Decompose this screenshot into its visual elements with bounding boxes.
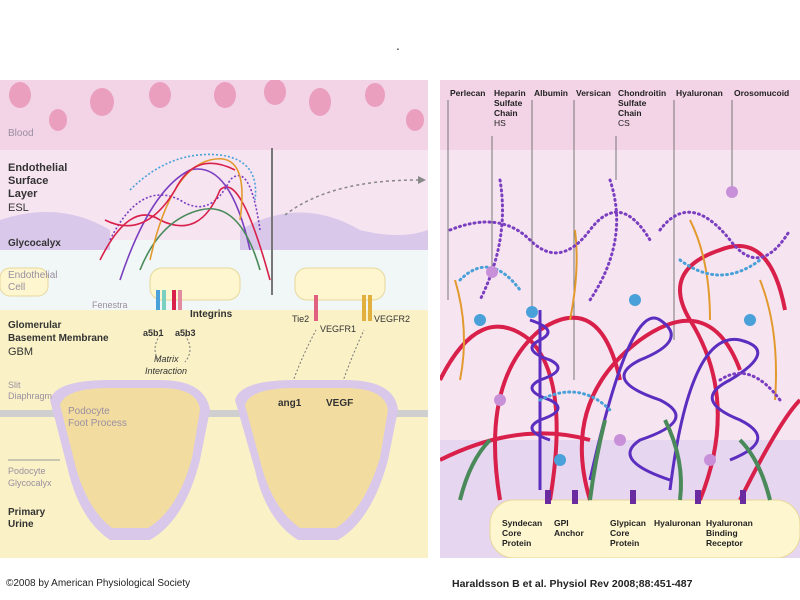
endothelial-cell-right bbox=[294, 267, 386, 301]
right-diagram-svg bbox=[440, 80, 800, 558]
label-hyaluronan-top: Hyaluronan bbox=[676, 88, 723, 98]
tie2-receptor bbox=[314, 295, 318, 321]
label-versican: Versican bbox=[576, 88, 611, 98]
vegfr1-receptor bbox=[362, 295, 366, 321]
red-blood-cells bbox=[9, 80, 424, 131]
integrins-label: Integrins bbox=[190, 309, 233, 320]
blood-band bbox=[0, 80, 428, 150]
gbm-label-1: Glomerular bbox=[8, 320, 62, 331]
slit-diaphragm bbox=[0, 410, 428, 417]
left-diagram-panel: Blood Endothelial Surface Layer ESL Glyc… bbox=[0, 80, 428, 558]
podocyte-label-2: Foot Process bbox=[68, 418, 127, 429]
vegfr1-label: VEGFR1 bbox=[320, 324, 357, 334]
urine-label-1: Primary bbox=[8, 507, 46, 518]
left-diagram-svg bbox=[0, 80, 428, 558]
anchor-stubs bbox=[545, 490, 746, 504]
glycocalyx-label: Glycocalyx bbox=[8, 238, 61, 249]
label-leaders bbox=[447, 100, 733, 380]
vegfr2-label: VEGFR2 bbox=[374, 314, 411, 324]
label-albumin: Albumin bbox=[534, 88, 568, 98]
label-hyaluronan-bottom: Hyaluronan bbox=[654, 518, 701, 528]
matrix-label-1: Matrix bbox=[154, 354, 179, 364]
matrix-label-2: Interaction bbox=[145, 366, 188, 376]
gbm-abbr: GBM bbox=[8, 346, 34, 358]
a5b1-label: a5b1 bbox=[143, 328, 164, 338]
gbm-label-2: Basement Membrane bbox=[8, 333, 109, 344]
blood-label: Blood bbox=[8, 128, 34, 139]
podocyte-label-1: Podocyte bbox=[68, 406, 110, 417]
glycocalyx-left bbox=[0, 212, 110, 250]
title-mark: . bbox=[396, 37, 400, 53]
dotted-chains bbox=[448, 178, 792, 412]
esl-label-2: Surface bbox=[8, 175, 49, 187]
slit-label-2: Diaphragm bbox=[8, 391, 53, 401]
glycocalyx-right bbox=[240, 212, 428, 250]
vegf-label: VEGF bbox=[326, 398, 354, 409]
orange-chains bbox=[454, 219, 777, 401]
label-orosomucoid: Orosomucoid bbox=[734, 88, 790, 98]
esl-tangle bbox=[99, 153, 271, 281]
right-esl-band bbox=[440, 150, 800, 440]
green-chains bbox=[458, 419, 772, 501]
podocyte-foot-right bbox=[245, 388, 388, 528]
podocyte-foot-left bbox=[60, 388, 200, 528]
endothelial-cell-label-2: Cell bbox=[8, 282, 26, 293]
esl-abbr: ESL bbox=[8, 202, 29, 214]
ang1-label: ang1 bbox=[278, 398, 302, 409]
right-top-band bbox=[440, 80, 800, 150]
urine-label-2: Urine bbox=[8, 519, 34, 530]
copyright-text: ©2008 by American Physiological Society bbox=[6, 578, 191, 589]
vegfr2-receptor bbox=[368, 295, 372, 321]
endothelial-cell-label-1: Endothelial bbox=[8, 270, 58, 281]
esl-label-3: Layer bbox=[8, 188, 38, 200]
endothelial-cell-left bbox=[0, 267, 49, 297]
beads bbox=[474, 186, 756, 466]
podocyte-glycocalyx-label-1: Podocyte bbox=[8, 466, 46, 476]
citation-text: Haraldsson B et al. Physiol Rev 2008;88:… bbox=[452, 578, 693, 590]
podocyte-glycocalyx-label-2: Glycocalyx bbox=[8, 478, 52, 488]
esl-label-1: Endothelial bbox=[8, 162, 68, 174]
zoom-arrow bbox=[284, 179, 419, 216]
tie2-label: Tie2 bbox=[292, 314, 310, 324]
integrins-group bbox=[156, 290, 182, 310]
slit-label-1: Slit bbox=[8, 380, 21, 390]
right-cell bbox=[489, 499, 800, 558]
zoom-arrow-head bbox=[418, 176, 426, 184]
label-perlecan: Perlecan bbox=[450, 88, 486, 98]
a5b3-label: a5b3 bbox=[175, 328, 196, 338]
fenestra-label: Fenestra bbox=[92, 300, 128, 310]
